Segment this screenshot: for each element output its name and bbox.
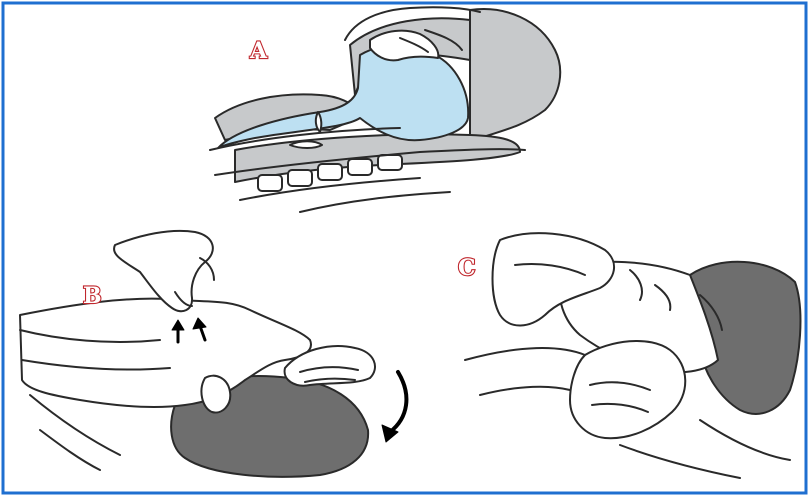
vertebra <box>378 155 402 170</box>
panel-a-label: A <box>249 38 268 64</box>
vertebra <box>258 175 282 191</box>
panel-b-label: B <box>83 283 102 309</box>
epiglottis <box>316 112 321 132</box>
panel-c-label: C <box>458 255 476 281</box>
vertebra <box>348 159 372 175</box>
patient-ear-b <box>201 376 230 413</box>
vertebra <box>318 164 342 180</box>
trachea-ring <box>290 141 322 148</box>
vertebra <box>288 170 312 186</box>
